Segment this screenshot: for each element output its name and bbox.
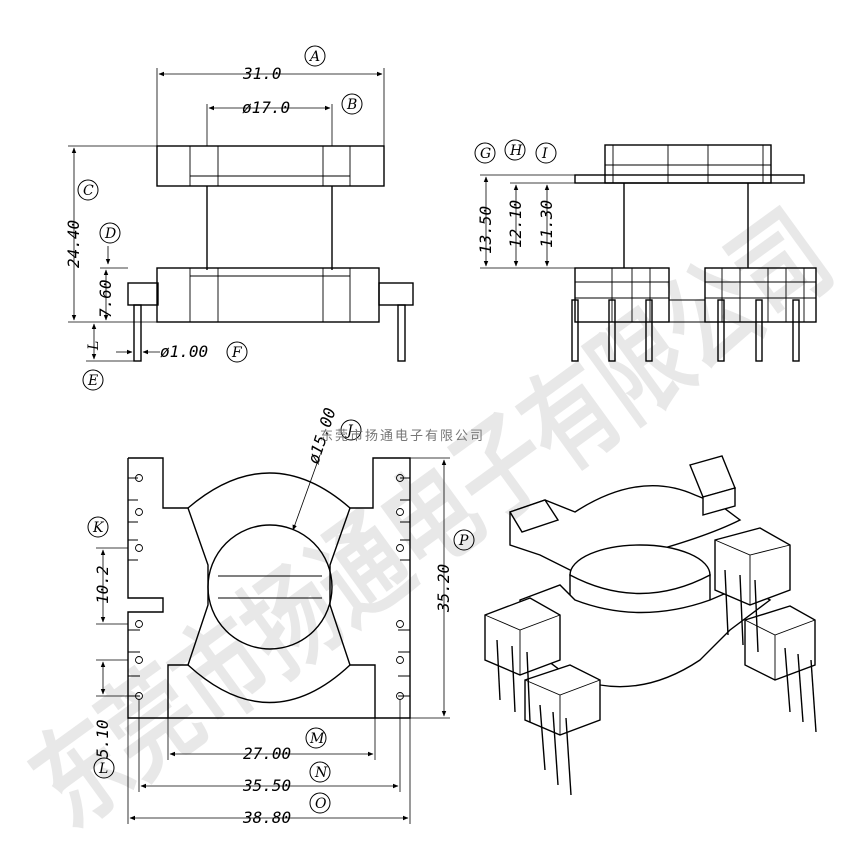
dim-pin-label: ø1.00 [160, 342, 208, 361]
label-c: C [83, 183, 94, 199]
front-view: 31.0 A ø17.0 B 24.40 C 7.60 D L E ø1.00 [64, 45, 414, 391]
dim-span-label: 5.10 [93, 719, 112, 758]
dim-h2-label: 12.10 [506, 200, 525, 248]
dim-w1-label: 27.00 [243, 744, 291, 763]
dim-pitch-label: 10.2 [93, 565, 112, 604]
label-f: F [231, 345, 243, 361]
dim-w3-label: 38.80 [242, 808, 291, 827]
label-d: D [104, 226, 116, 242]
watermark-small-text: 东莞市扬通电子有限公司 [320, 428, 485, 444]
label-i: I [541, 146, 548, 162]
label-l-front: L [86, 341, 102, 351]
label-g: G [480, 146, 491, 162]
dim-h3-label: 11.30 [537, 200, 556, 248]
label-b: B [346, 97, 357, 113]
label-l-bottom: L [98, 761, 108, 777]
label-k: K [92, 520, 105, 536]
label-n: N [314, 765, 328, 781]
label-o: O [315, 796, 327, 812]
dim-h1-label: 13.50 [476, 206, 495, 254]
label-h: H [509, 143, 523, 159]
label-e: E [87, 373, 98, 389]
label-a: A [308, 49, 320, 65]
dim-height-label: 24.40 [64, 220, 83, 268]
dim-inner-label: ø17.0 [242, 98, 290, 117]
label-p: P [458, 533, 469, 549]
dim-width-label: 31.0 [242, 64, 282, 83]
dim-base-label: 7.60 [96, 279, 115, 318]
label-m: M [309, 731, 325, 747]
side-view: 13.50 12.10 11.30 G H I [474, 139, 817, 362]
label-j: J [344, 423, 354, 439]
dim-height-bottom-label: 35.20 [434, 564, 453, 613]
isometric-view [484, 455, 817, 796]
dim-w2-label: 35.50 [242, 776, 291, 795]
